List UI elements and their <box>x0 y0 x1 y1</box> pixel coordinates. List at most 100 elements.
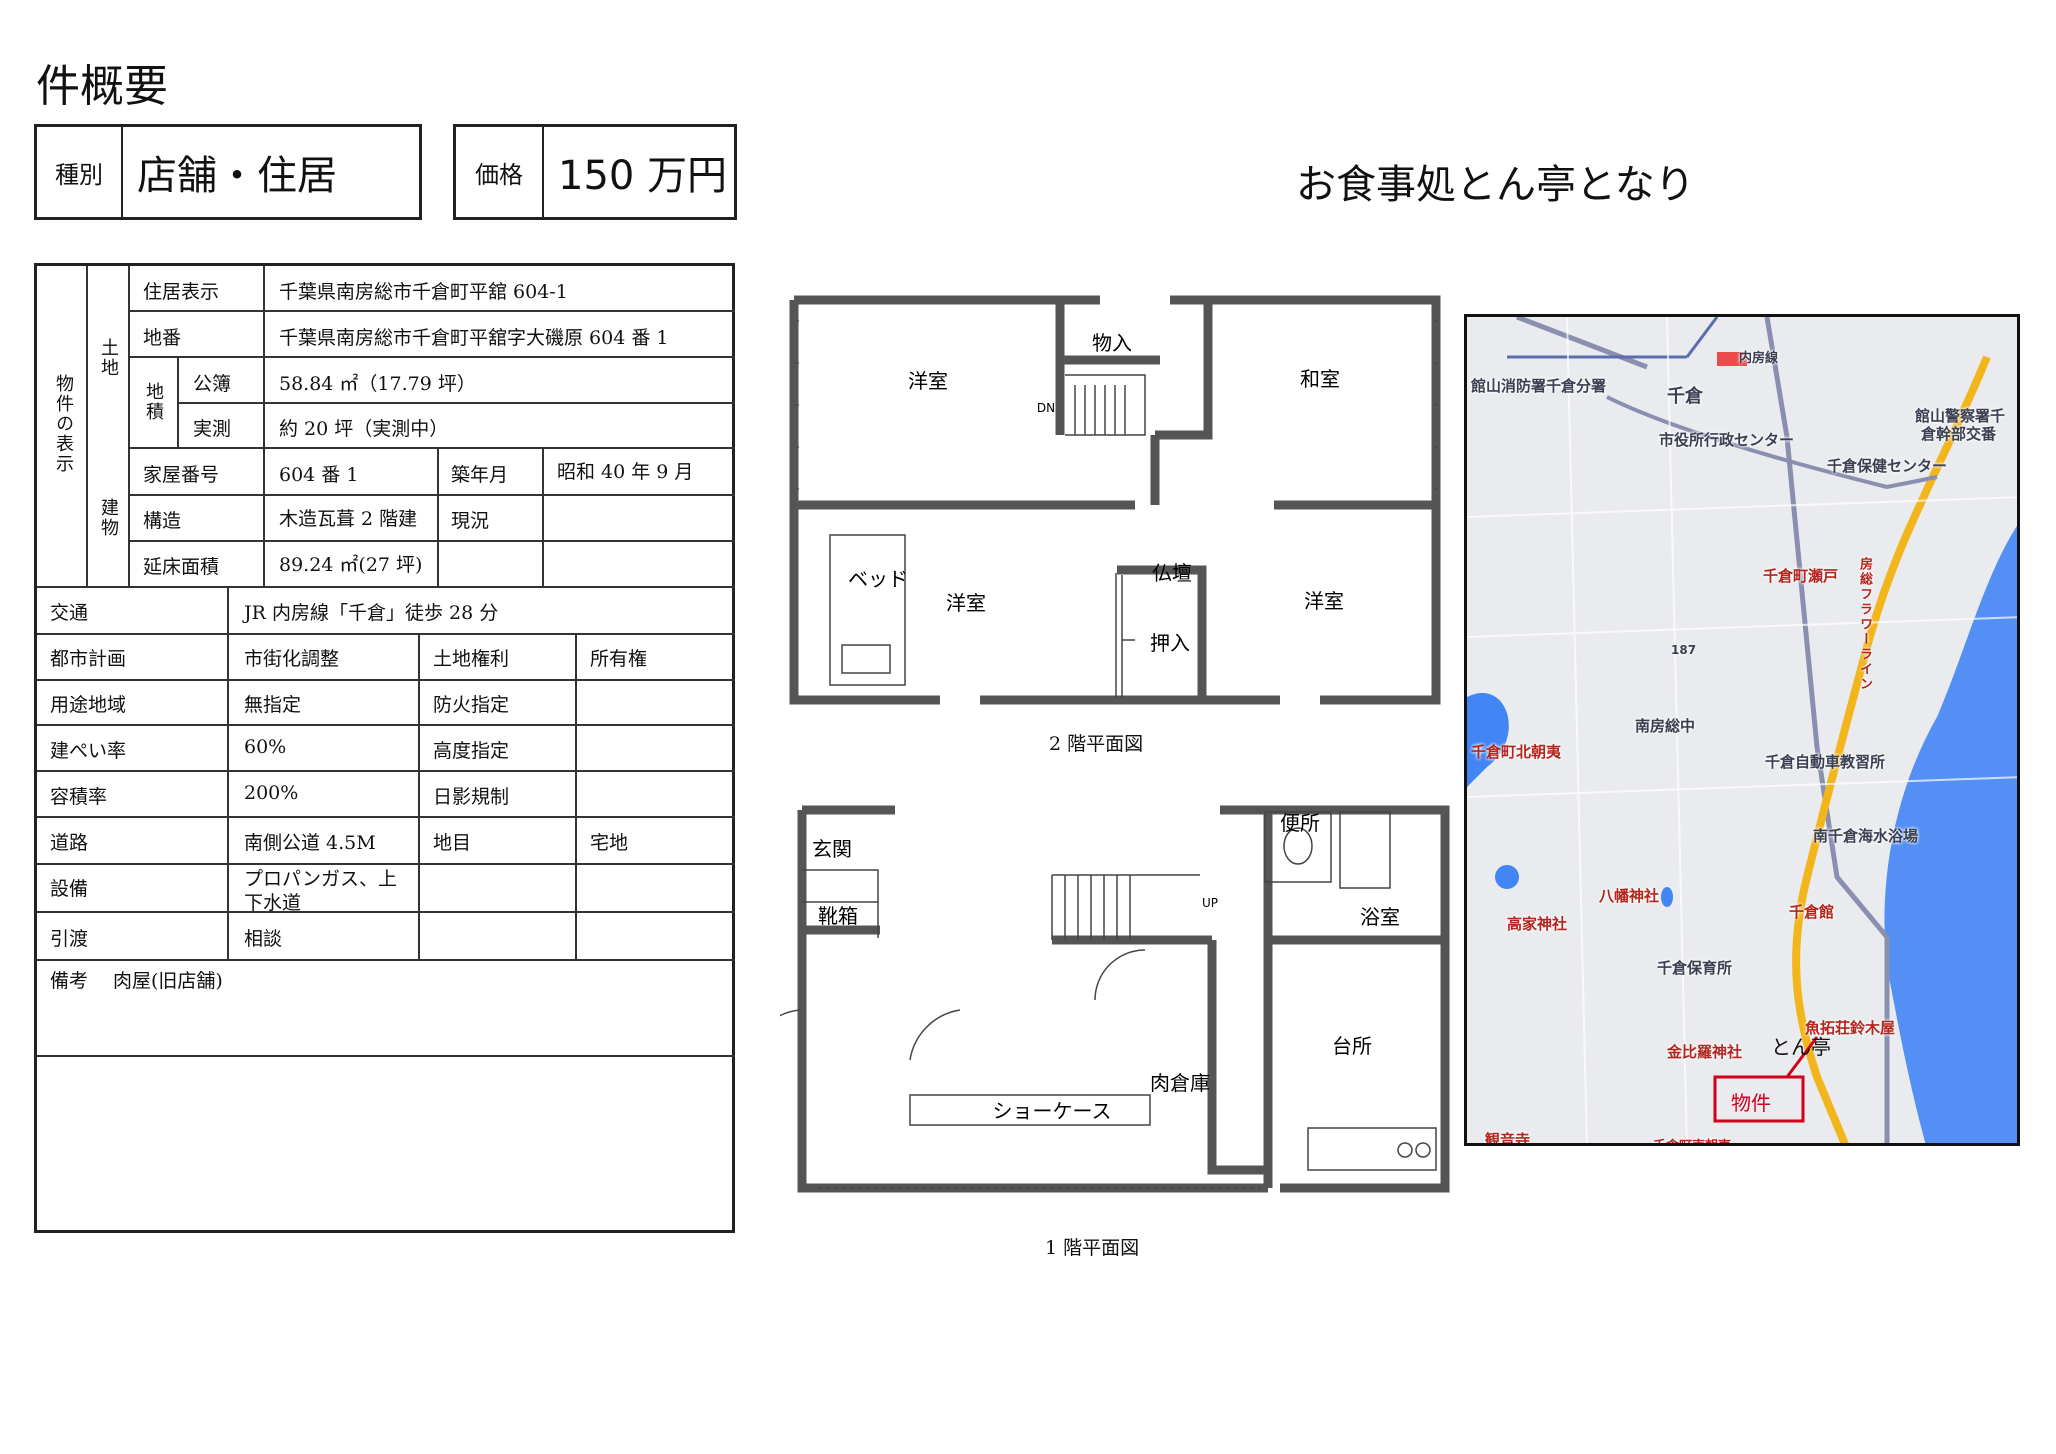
transport-value: JR 内房線「千倉」徒歩 28 分 <box>244 602 499 624</box>
map-label-9: 187 <box>1671 643 1697 657</box>
map-label-3: 市役所行政センター <box>1659 431 1795 449</box>
map-label-18: 魚拓荘鈴木屋 <box>1805 1019 1896 1037</box>
handover-label: 引渡 <box>50 928 89 950</box>
map-label-5: 倉幹部交番 <box>1921 425 1997 443</box>
map-label-6: 千倉保健センター <box>1827 457 1948 475</box>
far-value: 200% <box>244 782 299 804</box>
plan2-room-japanese: 和室 <box>1300 367 1340 391</box>
built-value: 昭和 40 年 9 月 <box>557 461 694 483</box>
measured-value: 約 20 坪（実測中） <box>279 418 449 440</box>
map-label-17: 千倉保育所 <box>1657 959 1733 977</box>
house-number-value: 604 番 1 <box>279 464 359 486</box>
facility-value-line1: プロパンガス、上 <box>244 868 397 890</box>
plan1-toilet: 便所 <box>1280 811 1320 835</box>
facility-label: 設備 <box>50 878 89 900</box>
status-label: 現況 <box>451 510 490 532</box>
road-value: 南側公道 4.5M <box>244 832 376 854</box>
floor-plans: 洋室 物入 和室 ベッド 洋室 仏壇 洋室 押入 DN 玄関 靴箱 便所 浴室 … <box>780 295 1450 1193</box>
plan1-kitchen: 台所 <box>1332 1034 1372 1058</box>
address-value: 千葉県南房総市千倉町平舘 604-1 <box>279 281 568 303</box>
plan2-altar: 仏壇 <box>1152 561 1192 585</box>
remarks-label: 備考 <box>50 970 89 992</box>
registry-label: 公簿 <box>193 373 232 395</box>
map-label-15: 千倉館 <box>1789 903 1835 921</box>
land-category-label: 地目 <box>433 832 472 854</box>
fire-label: 防火指定 <box>433 694 510 716</box>
map-label-23: 千倉町南朝夷 <box>1653 1135 1731 1143</box>
map-label-14: 八幡神社 <box>1599 887 1660 905</box>
map-property-marker: 物件 <box>1731 1091 1771 1115</box>
plan2-bed: ベッド <box>848 567 908 591</box>
lot-label: 地番 <box>143 327 182 349</box>
lot-value: 千葉県南房総市千倉町平舘字大磯原 604 番 1 <box>279 327 669 349</box>
section-building-label: 建物 <box>98 498 119 538</box>
map-label-8: 房総フラワーライン <box>1857 557 1872 692</box>
section-property-label: 物件の表示 <box>53 374 74 474</box>
city-plan-label: 都市計画 <box>50 648 127 670</box>
address-label: 住居表示 <box>143 281 220 303</box>
handover-value: 相談 <box>244 928 283 950</box>
price-box: 価格 150 万円 <box>453 124 737 220</box>
road-label: 道路 <box>50 832 89 854</box>
type-value: 店舗・住居 <box>137 153 337 199</box>
plan2-room-western-2: 洋室 <box>946 591 986 615</box>
map-label-1: 館山消防署千倉分署 <box>1471 377 1607 395</box>
map-label-20: とん亭 <box>1771 1035 1831 1059</box>
location-map: 内房線 館山消防署千倉分署 千倉 市役所行政センター 館山警察署千 倉幹部交番 … <box>1464 314 2020 1146</box>
built-label: 築年月 <box>451 464 509 486</box>
structure-label: 構造 <box>143 510 182 532</box>
measured-label: 実測 <box>193 418 232 440</box>
map-base <box>1467 317 2017 1143</box>
structure-value: 木造瓦葺 2 階建 <box>279 508 418 530</box>
floor-area-value: 89.24 ㎡(27 坪) <box>279 554 423 576</box>
remarks-value: 肉屋(旧店舗) <box>113 970 223 992</box>
plan1-bathroom: 浴室 <box>1360 905 1400 929</box>
plan2-closet: 押入 <box>1150 631 1190 655</box>
zoning-label: 用途地域 <box>50 694 127 716</box>
document-title: 件概要 <box>36 61 168 112</box>
price-value: 150 万円 <box>558 153 728 199</box>
property-spec-table: 物件の表示 土地 建物 地積 住居表示 千葉県南房総市千倉町平舘 604-1 地… <box>34 263 735 1233</box>
plan1-shoe-box: 靴箱 <box>818 904 858 928</box>
type-label: 種別 <box>37 127 123 217</box>
type-box: 種別 店舗・住居 <box>34 124 422 220</box>
map-label-22: 観音寺 <box>1485 1131 1531 1146</box>
floor-area-label: 延床面積 <box>143 556 220 578</box>
facility-value-line2: 下水道 <box>244 892 302 914</box>
map-label-12: 千倉自動車教習所 <box>1765 753 1886 771</box>
map-label-2: 千倉 <box>1667 386 1703 407</box>
far-label: 容積率 <box>50 786 108 808</box>
section-area-label: 地積 <box>143 382 164 422</box>
plan2-room-western-3: 洋室 <box>1304 589 1344 613</box>
map-label-11: 千倉町北朝夷 <box>1471 743 1562 761</box>
zoning-value: 無指定 <box>244 694 302 716</box>
map-label-13: 南千倉海水浴場 <box>1813 827 1919 845</box>
plan1-meat-storage: 肉倉庫 <box>1150 1071 1210 1095</box>
shade-label: 日影規制 <box>433 786 510 808</box>
plan1-entrance: 玄関 <box>812 837 852 861</box>
plan2-room-western-1: 洋室 <box>908 369 948 393</box>
plan1-showcase: ショーケース <box>993 1099 1112 1123</box>
plan2-caption: 2 階平面図 <box>1049 733 1144 755</box>
land-category-value: 宅地 <box>590 832 629 854</box>
map-label-10: 南房総中 <box>1635 717 1696 735</box>
city-plan-value: 市街化調整 <box>244 648 340 670</box>
registry-value: 58.84 ㎡（17.79 坪） <box>279 373 476 395</box>
price-label: 価格 <box>456 127 544 217</box>
map-label-19: 金比羅神社 <box>1667 1043 1743 1061</box>
map-label-16: 高家神社 <box>1507 915 1568 933</box>
map-label-4: 館山警察署千 <box>1915 407 2006 425</box>
plan1-up-mark: UP <box>1202 896 1218 910</box>
land-right-value: 所有権 <box>590 648 648 670</box>
house-number-label: 家屋番号 <box>143 464 220 486</box>
transport-label: 交通 <box>50 602 89 624</box>
plan2-wall-left <box>789 300 940 705</box>
plan2-down-mark: DN <box>1037 401 1055 415</box>
plan1-caption: 1 階平面図 <box>1045 1237 1140 1259</box>
map-label-7: 千倉町瀬戸 <box>1763 567 1839 585</box>
coverage-value: 60% <box>244 736 287 758</box>
location-caption: お食事処とん亭となり <box>1296 162 1695 208</box>
land-right-label: 土地権利 <box>433 648 510 670</box>
height-label: 高度指定 <box>433 740 510 762</box>
coverage-label: 建ぺい率 <box>50 740 127 762</box>
